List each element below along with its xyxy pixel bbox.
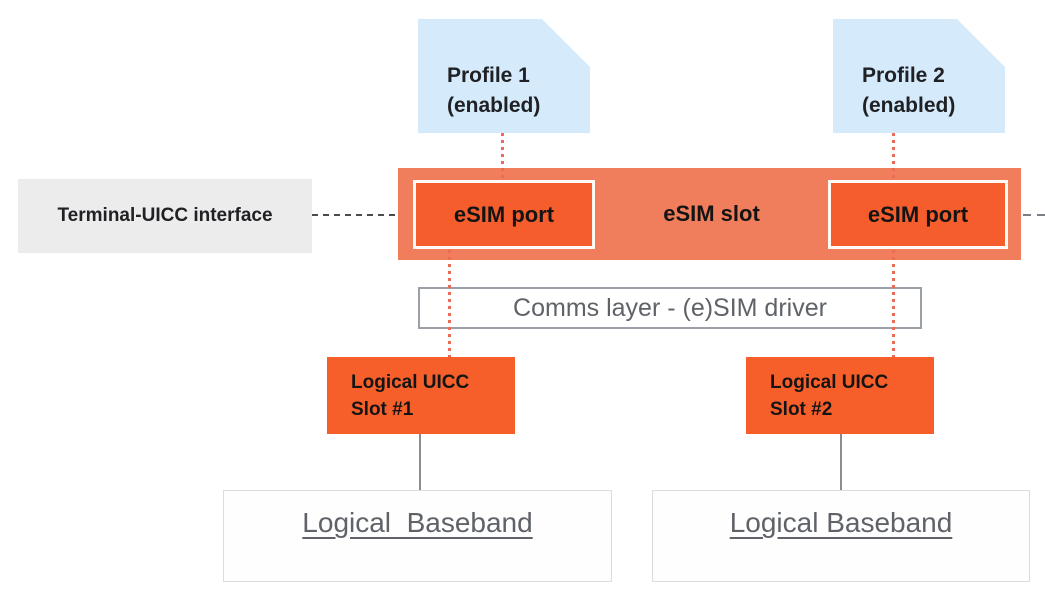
logical-uicc-slot-1: Logical UICC Slot #1 xyxy=(327,357,515,434)
esim-port-right-label: eSIM port xyxy=(867,201,969,227)
profile-2-card: Profile 2 (enabled) xyxy=(833,19,1005,133)
profile-2-label-line2: (enabled) xyxy=(862,94,956,117)
profile-2-label-line1: Profile 2 xyxy=(862,64,945,87)
comms-layer-label: Comms layer - (e)SIM driver xyxy=(513,293,827,322)
uicc-slot-1-label-line1: Logical UICC xyxy=(351,372,470,393)
esim-port-left: eSIM port xyxy=(413,180,595,249)
uicc-slot-2-label-line1: Logical UICC xyxy=(770,372,889,393)
esim-port-left-label: eSIM port xyxy=(453,201,555,227)
logical-uicc-slot-2: Logical UICC Slot #2 xyxy=(746,357,934,434)
dashed-line-terminal-to-slot xyxy=(312,214,398,216)
esim-port-right: eSIM port xyxy=(828,180,1008,249)
dashed-line-slot-to-right-edge xyxy=(1023,214,1045,216)
logical-baseband-right-box: Logical Baseband xyxy=(652,490,1030,582)
terminal-uicc-interface-text: Terminal-UICC interface xyxy=(57,205,273,226)
uicc-slot-1-label-line2: Slot #1 xyxy=(351,399,414,420)
profile-1-card: Profile 1 (enabled) xyxy=(418,19,590,133)
logical-baseband-left-box: Logical Baseband xyxy=(223,490,612,582)
dotted-connector-profile2-port-right xyxy=(892,133,895,180)
profile-1-label-line2: (enabled) xyxy=(447,94,541,117)
logical-baseband-right-label: Logical Baseband xyxy=(729,507,953,538)
logical-baseband-left-label: Logical Baseband xyxy=(302,507,533,538)
uicc-slot-2-label-line2: Slot #2 xyxy=(770,399,833,420)
dotted-connector-port-right-uicc2 xyxy=(892,250,895,357)
solid-connector-uicc1-baseband-left xyxy=(419,433,421,491)
terminal-uicc-interface-label: Terminal-UICC interface xyxy=(18,179,312,253)
solid-connector-uicc2-baseband-right xyxy=(840,433,842,491)
dotted-connector-port-left-uicc1 xyxy=(448,250,451,357)
esim-slot-label: eSIM slot xyxy=(663,201,760,226)
profile-1-label-line1: Profile 1 xyxy=(447,64,530,87)
dotted-connector-profile1-port-left xyxy=(501,133,504,180)
comms-layer-box: Comms layer - (e)SIM driver xyxy=(418,287,922,329)
